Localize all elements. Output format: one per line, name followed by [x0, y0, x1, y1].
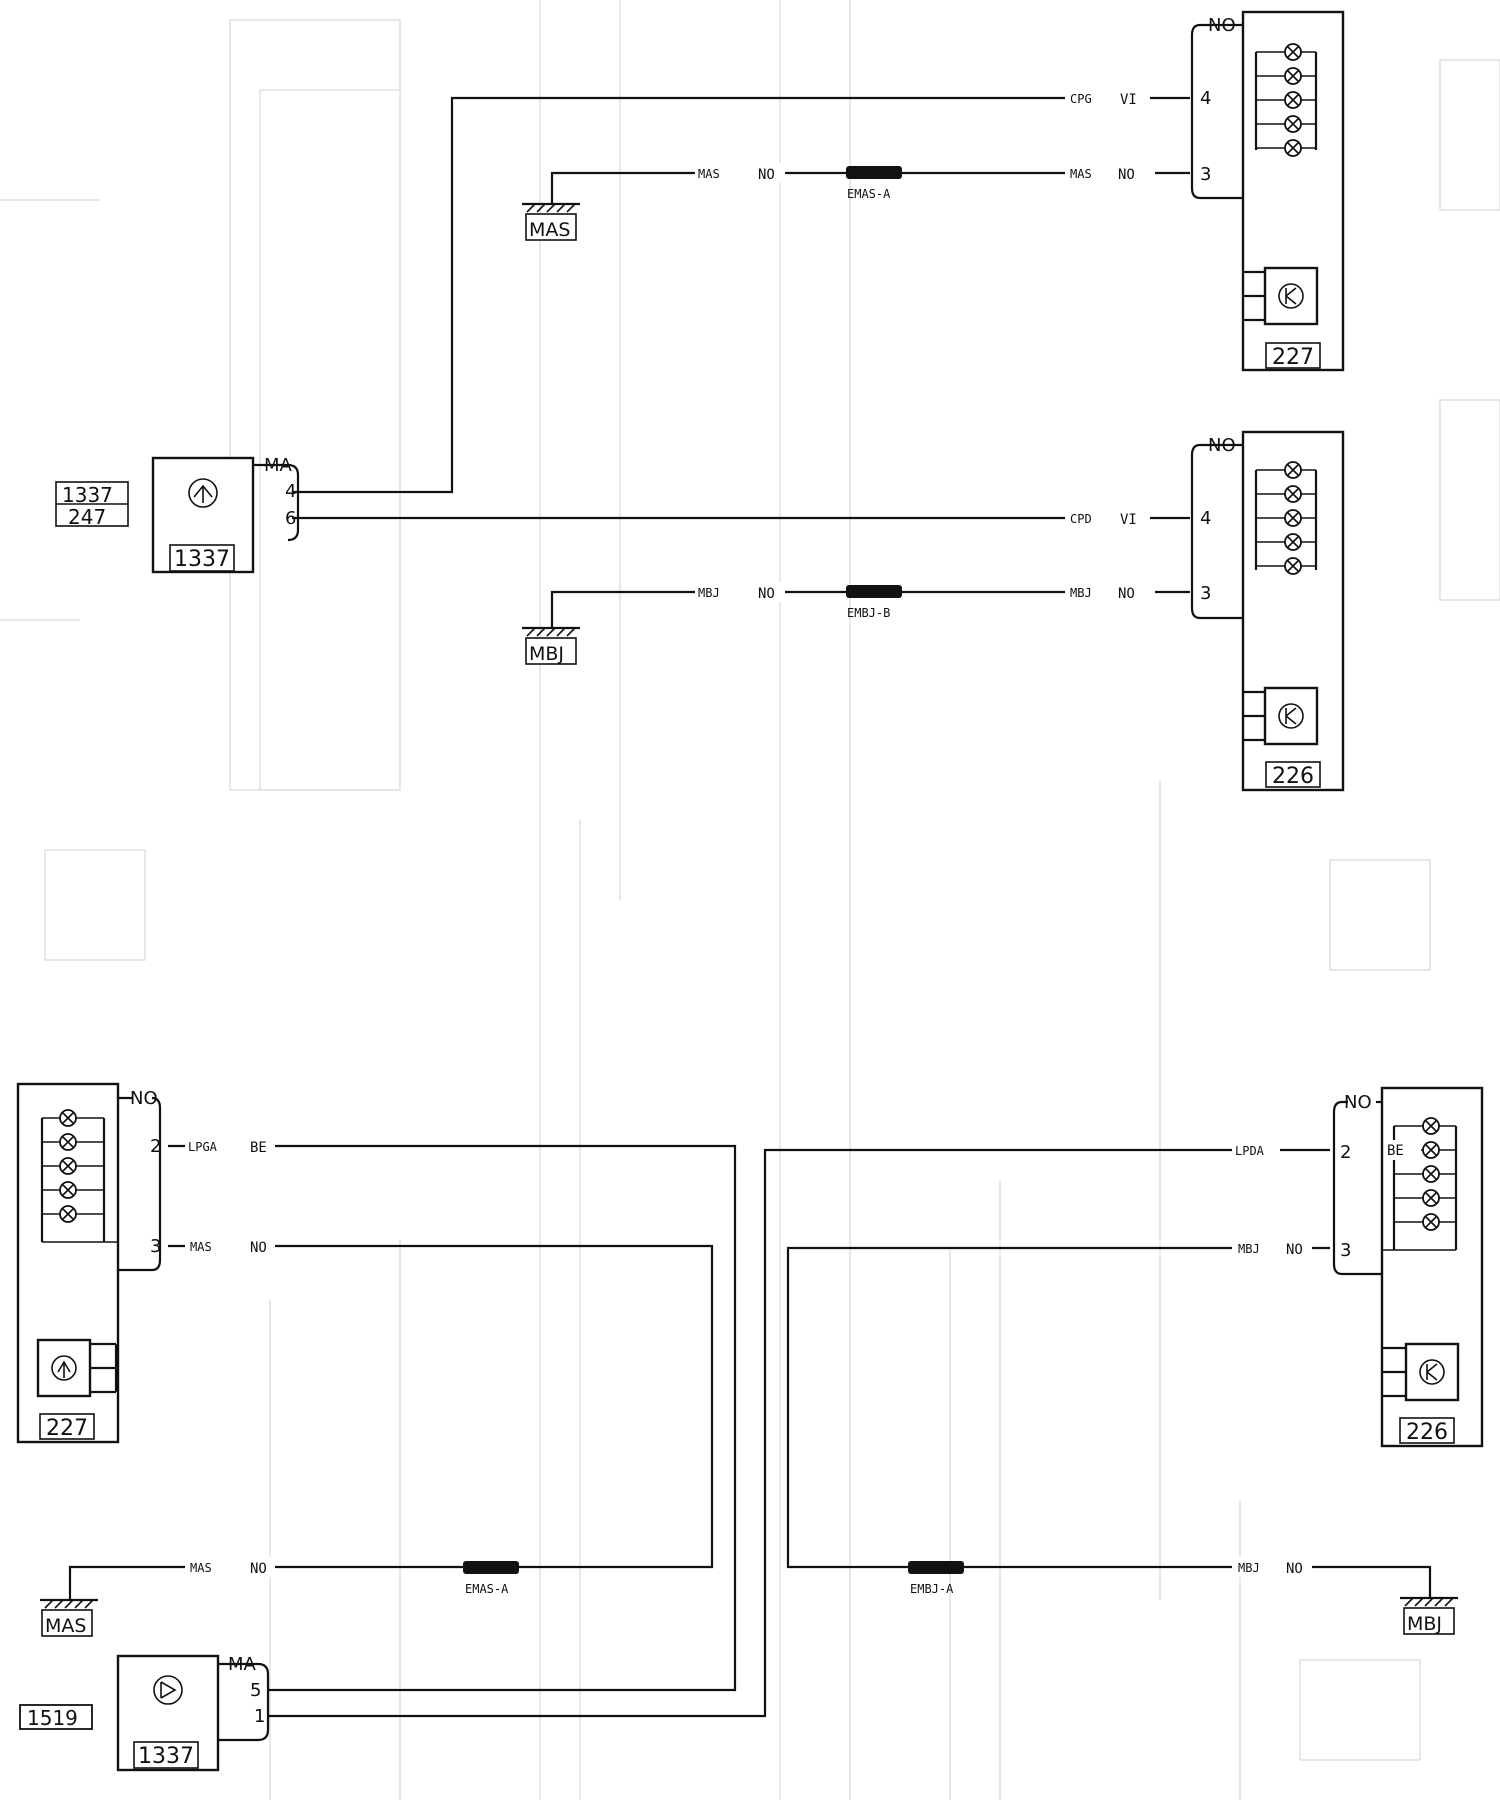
- splice-emas-a-top: [846, 166, 902, 179]
- svg-text:MBJ: MBJ: [1238, 1561, 1260, 1575]
- svg-text:MAS: MAS: [45, 1615, 86, 1637]
- svg-text:MBJ: MBJ: [1070, 586, 1092, 600]
- side-ref-box: [19, 1704, 93, 1730]
- svg-text:226: 226: [1272, 764, 1314, 789]
- svg-text:4: 4: [1200, 508, 1211, 529]
- top-wire-labels: CPG VI MAS NO MAS NO CPD VI MBJ NO MBJ N…: [695, 88, 1155, 602]
- svg-text:226: 226: [1406, 1420, 1448, 1445]
- svg-text:NO: NO: [758, 167, 775, 183]
- svg-text:227: 227: [1272, 345, 1314, 370]
- svg-text:BE: BE: [250, 1140, 267, 1156]
- svg-text:MBJ: MBJ: [698, 586, 720, 600]
- splice-embj-a: [908, 1561, 964, 1574]
- svg-text:VI: VI: [1120, 92, 1137, 108]
- svg-text:MBJ: MBJ: [529, 643, 564, 665]
- lamp-icons: [1256, 43, 1316, 157]
- svg-text:1: 1: [254, 1706, 265, 1727]
- svg-text:6: 6: [285, 508, 296, 529]
- ground-mas-top: MAS: [522, 202, 580, 241]
- svg-text:2: 2: [150, 1136, 161, 1157]
- lamp-unit-226-top: NO 4 3 226: [1190, 430, 1345, 792]
- svg-text:LPGA: LPGA: [188, 1140, 218, 1154]
- svg-text:NO: NO: [1286, 1561, 1303, 1577]
- svg-text:227: 227: [46, 1416, 88, 1441]
- svg-text:MA: MA: [264, 455, 293, 476]
- lamp-unit-227-bottom: NO 2 3 227: [16, 1082, 161, 1444]
- svg-text:MBJ: MBJ: [1407, 1613, 1442, 1635]
- svg-text:3: 3: [1340, 1240, 1351, 1261]
- svg-text:NO: NO: [1208, 435, 1236, 456]
- svg-text:MAS: MAS: [190, 1561, 212, 1575]
- svg-text:NO: NO: [1208, 15, 1236, 36]
- splice-label-embj-a: EMBJ-A: [910, 1582, 954, 1596]
- lamp-icons: [1256, 461, 1316, 575]
- svg-text:NO: NO: [1286, 1242, 1303, 1258]
- svg-text:1337: 1337: [138, 1744, 194, 1769]
- svg-text:3: 3: [1200, 164, 1211, 185]
- connector-1337-top: 1337 247 1337 MA 4 6: [55, 455, 300, 574]
- splice-emas-a-bottom: [463, 1561, 519, 1574]
- svg-text:4: 4: [1200, 88, 1211, 109]
- lamp-icons: [1394, 1117, 1456, 1231]
- svg-text:NO: NO: [250, 1240, 267, 1256]
- connector-1337-bottom: 1519 1337 MA 5 1: [19, 1654, 270, 1772]
- ground-mbj-top: MBJ: [522, 626, 580, 665]
- svg-text:3: 3: [150, 1236, 161, 1257]
- svg-text:LPDA: LPDA: [1235, 1144, 1265, 1158]
- ground-mas-bottom: MAS: [40, 1598, 98, 1637]
- svg-text:MA: MA: [228, 1654, 257, 1675]
- svg-text:MAS: MAS: [1070, 167, 1092, 181]
- svg-text:NO: NO: [758, 586, 775, 602]
- svg-text:NO: NO: [1344, 1092, 1372, 1113]
- top-wires: [292, 96, 1190, 628]
- svg-text:1337: 1337: [62, 483, 113, 507]
- svg-text:247: 247: [68, 505, 106, 529]
- bottom-wires: [68, 1144, 1432, 1718]
- svg-text:MAS: MAS: [698, 167, 720, 181]
- svg-text:MAS: MAS: [529, 219, 570, 241]
- svg-text:5: 5: [250, 1680, 261, 1701]
- svg-text:NO: NO: [1118, 167, 1135, 183]
- bottom-wire-labels: LPGA BE MAS NO LPDA MBJ NO MAS NO MBJ NO: [185, 1136, 1312, 1577]
- svg-text:4: 4: [285, 481, 296, 502]
- splice-embj-b: [846, 585, 902, 598]
- svg-text:2: 2: [1340, 1142, 1351, 1163]
- lamp-unit-226-bottom: NO 2 3 BE 226: [1332, 1086, 1484, 1448]
- svg-text:NO: NO: [130, 1088, 158, 1109]
- splice-label-emas-a-top: EMAS-A: [847, 187, 891, 201]
- splice-label-emas-a-bottom: EMAS-A: [465, 1582, 509, 1596]
- svg-text:NO: NO: [250, 1561, 267, 1577]
- svg-text:CPG: CPG: [1070, 92, 1092, 106]
- svg-text:CPD: CPD: [1070, 512, 1092, 526]
- svg-text:VI: VI: [1120, 512, 1137, 528]
- lamp-icons: [42, 1109, 104, 1223]
- splice-label-embj-b: EMBJ-B: [847, 606, 890, 620]
- svg-text:3: 3: [1200, 583, 1211, 604]
- svg-text:1519: 1519: [27, 1706, 78, 1730]
- ground-mbj-bottom: MBJ: [1400, 1596, 1458, 1635]
- svg-text:NO: NO: [1118, 586, 1135, 602]
- svg-text:1337: 1337: [174, 547, 230, 572]
- svg-text:MBJ: MBJ: [1238, 1242, 1260, 1256]
- lamp-unit-227-top: NO 4 3 227: [1190, 10, 1345, 372]
- svg-text:BE: BE: [1387, 1143, 1404, 1159]
- svg-text:MAS: MAS: [190, 1240, 212, 1254]
